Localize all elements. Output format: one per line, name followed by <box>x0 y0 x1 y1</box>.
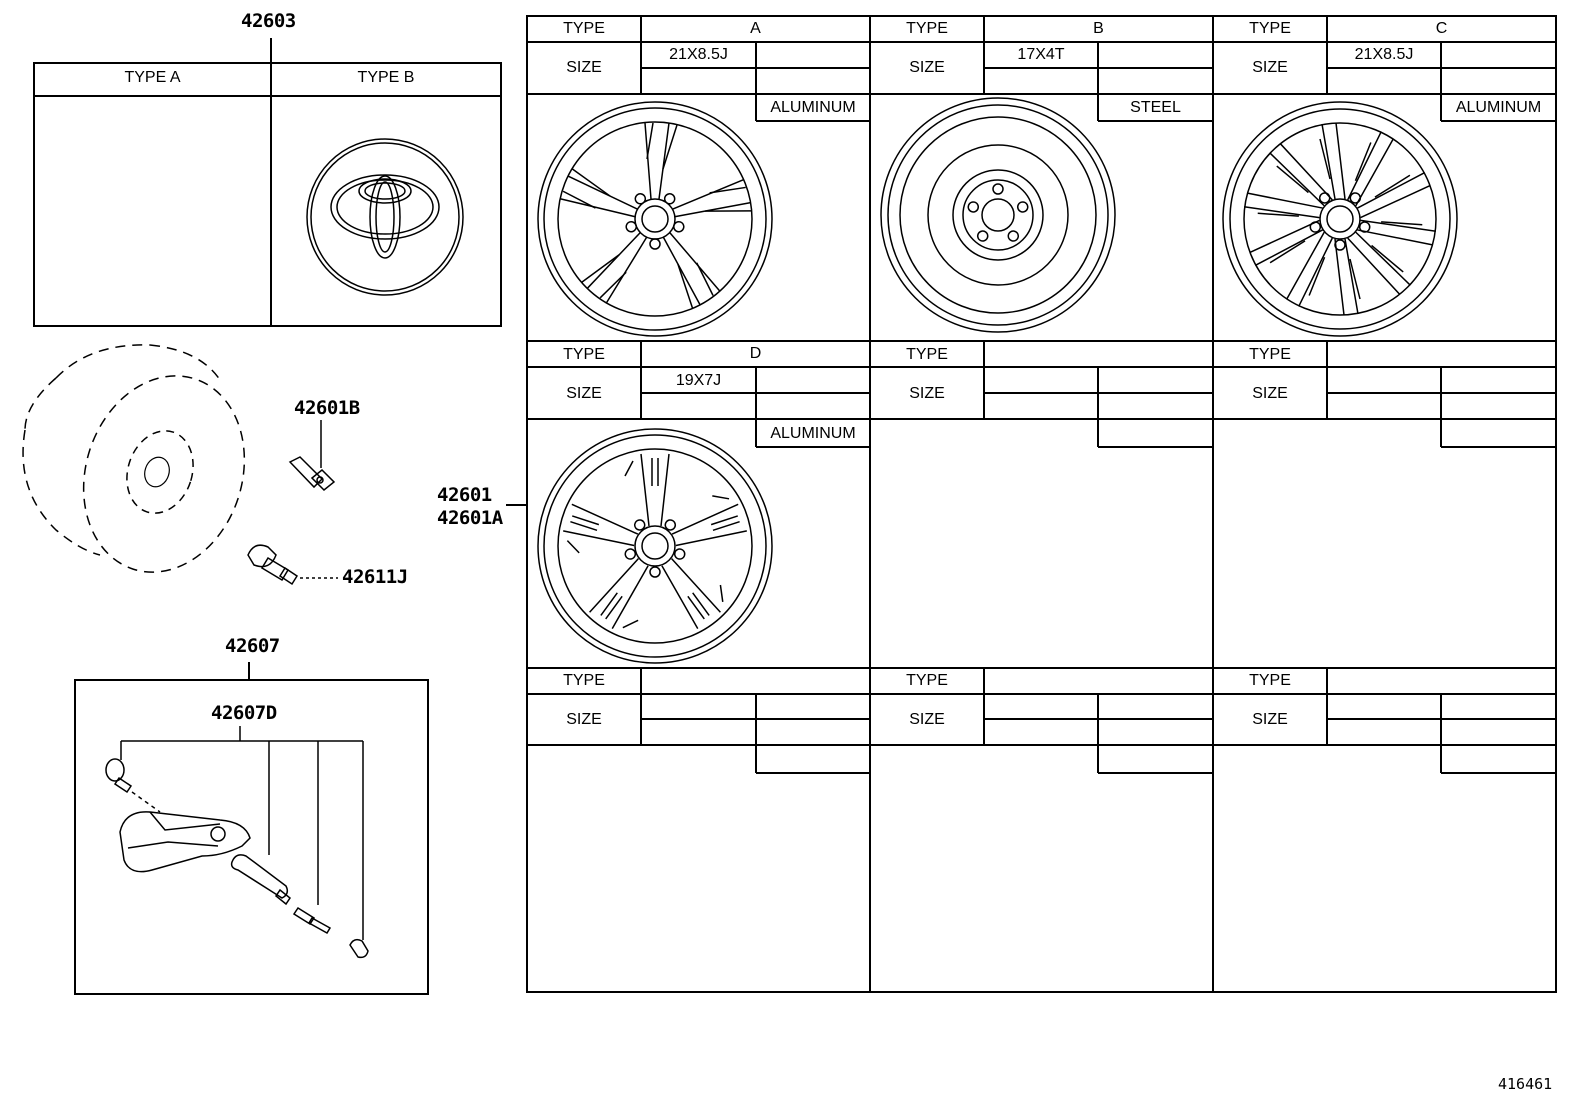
type-label: TYPE <box>563 672 605 689</box>
wheel-c-type: C <box>1435 20 1448 37</box>
wheel-d-drawing <box>537 428 773 664</box>
size-label: SIZE <box>566 59 602 76</box>
wheel-d-type: D <box>749 345 762 362</box>
wheel-cap-table <box>33 38 502 327</box>
size-label: SIZE <box>1252 385 1288 402</box>
type-label: TYPE <box>1249 20 1291 37</box>
wheel-a-drawing <box>537 101 773 337</box>
wheel-b-type: B <box>1093 20 1104 37</box>
type-label: TYPE <box>1249 346 1291 363</box>
wheel-b-size: 17X4T <box>1017 46 1065 63</box>
valve-stem-j-icon <box>247 544 338 586</box>
callout-42601a[interactable]: 42601A <box>437 507 503 529</box>
wheel-c-size: 21X8.5J <box>1354 46 1414 63</box>
wheel-d-material: ALUMINUM <box>770 425 856 442</box>
size-label: SIZE <box>566 711 602 728</box>
type-label: TYPE <box>563 346 605 363</box>
wheel-b-drawing <box>880 97 1116 333</box>
size-label: SIZE <box>909 711 945 728</box>
callout-42611j[interactable]: 42611J <box>342 566 408 588</box>
callout-42601b[interactable]: 42601B <box>294 397 360 419</box>
wheel-c-drawing <box>1222 101 1458 337</box>
wheel-a-material: ALUMINUM <box>770 99 856 116</box>
callout-42603[interactable]: 42603 <box>241 10 296 32</box>
type-label: TYPE <box>563 20 605 37</box>
size-label: SIZE <box>909 385 945 402</box>
wheel-a-type: A <box>750 20 761 37</box>
cap-type-a-header: TYPE A <box>124 69 181 86</box>
size-label: SIZE <box>1252 711 1288 728</box>
wheel-a-size: 21X8.5J <box>669 46 728 63</box>
callout-42601[interactable]: 42601 <box>437 484 492 506</box>
size-label: SIZE <box>909 59 945 76</box>
wheel-c-material: ALUMINUM <box>1455 99 1542 116</box>
size-label: SIZE <box>1252 59 1288 76</box>
toyota-emblem-icon <box>306 138 464 296</box>
tpms-sensor-icon <box>105 758 369 959</box>
callout-42607d[interactable]: 42607D <box>211 702 277 724</box>
type-label: TYPE <box>906 20 948 37</box>
type-label: TYPE <box>906 672 948 689</box>
diagram-number: 416461 <box>1498 1075 1553 1093</box>
callout-42607[interactable]: 42607 <box>225 635 280 657</box>
wheel-table-grid <box>526 15 1557 993</box>
size-label: SIZE <box>566 385 602 402</box>
wheel-d-size: 19X7J <box>675 372 722 389</box>
tpms-box <box>74 662 429 995</box>
valve-stem-b-icon <box>288 420 336 492</box>
type-label: TYPE <box>906 346 948 363</box>
cap-type-b-header: TYPE B <box>357 69 415 86</box>
wheel-b-material: STEEL <box>1130 99 1181 116</box>
tire-outline-icon <box>22 344 246 573</box>
type-label: TYPE <box>1249 672 1291 689</box>
